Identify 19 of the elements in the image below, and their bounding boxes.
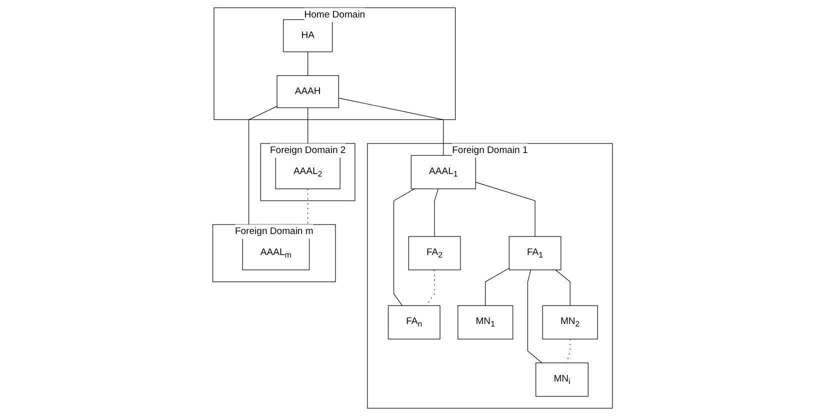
node-box: FA$_{2}$ [408, 236, 462, 270]
node-box: MN$_{2}$ [542, 305, 598, 340]
node-box: MN$_{1}$ [458, 305, 514, 340]
node-box: MN$_{i}$ [536, 362, 589, 397]
connector [434, 188, 439, 237]
connector [308, 52, 309, 76]
connector [338, 98, 444, 156]
connector [528, 270, 543, 364]
node-box: AAAL$_{1}$ [411, 155, 476, 190]
node-box: AAAH [277, 75, 340, 108]
connector [556, 270, 571, 306]
node-box: AAAL$_{2}$ [276, 155, 341, 190]
connector [476, 182, 536, 237]
connector [485, 268, 510, 306]
node-box: FA$_{n}$ [388, 305, 441, 340]
node-box: FA$_{1}$ [509, 236, 562, 270]
connector [394, 188, 416, 306]
node-box: HA [283, 19, 333, 52]
node-box: AAAL$_{m}$ [242, 236, 310, 270]
